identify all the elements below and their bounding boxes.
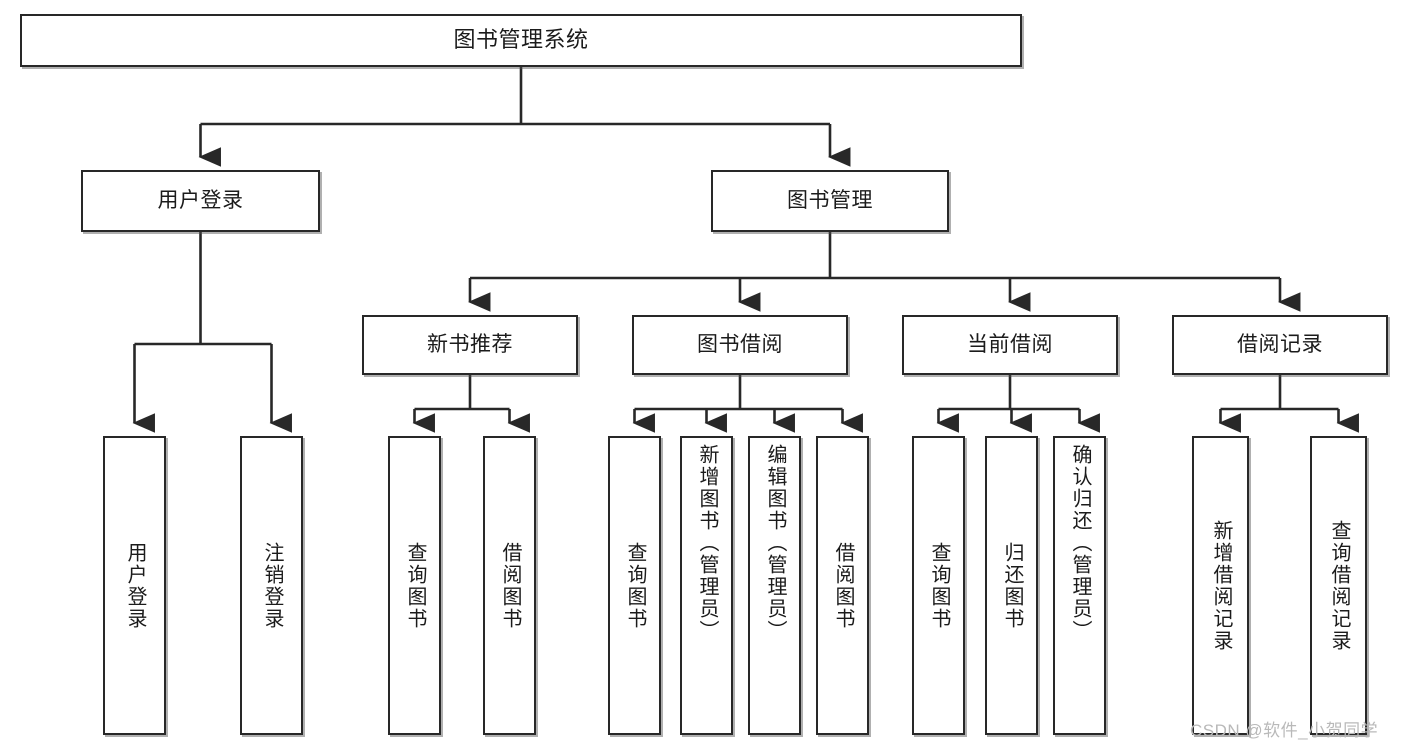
node-book-manage[interactable]: 图书管理 [711, 170, 949, 232]
node-label-user-login: 用户登录 [157, 189, 244, 213]
node-label-root: 图书管理系统 [453, 27, 589, 53]
node-label-leaf-confirm: 确认归还（管理员） [1069, 444, 1091, 642]
node-label-leaf-logout: 注销登录 [261, 541, 283, 630]
node-leaf-confirm[interactable]: 确认归还（管理员） [1053, 436, 1106, 735]
node-label-leaf-query-3: 查询图书 [928, 541, 950, 630]
node-leaf-edit-book[interactable]: 编辑图书（管理员） [748, 436, 801, 735]
node-leaf-borrow-2[interactable]: 借阅图书 [816, 436, 869, 735]
node-label-leaf-return: 归还图书 [1001, 541, 1023, 630]
node-label-leaf-borrow-2: 借阅图书 [832, 541, 854, 630]
node-label-leaf-user-login: 用户登录 [124, 541, 146, 630]
node-leaf-logout[interactable]: 注销登录 [240, 436, 303, 735]
node-new-book-rec[interactable]: 新书推荐 [362, 315, 578, 375]
node-root[interactable]: 图书管理系统 [20, 14, 1022, 67]
node-label-leaf-query-rec: 查询借阅记录 [1328, 519, 1350, 652]
node-label-book-manage: 图书管理 [787, 189, 873, 213]
node-label-new-book-rec: 新书推荐 [427, 333, 513, 357]
node-user-login[interactable]: 用户登录 [81, 170, 320, 232]
node-label-leaf-query-1: 查询图书 [404, 541, 426, 630]
node-label-book-borrow: 图书借阅 [697, 333, 783, 357]
node-leaf-query-rec[interactable]: 查询借阅记录 [1310, 436, 1367, 735]
node-label-leaf-add-book: 新增图书（管理员） [696, 444, 718, 642]
node-label-leaf-query-2: 查询图书 [624, 541, 646, 630]
node-label-current-borrow: 当前借阅 [967, 333, 1053, 357]
node-current-borrow[interactable]: 当前借阅 [902, 315, 1118, 375]
node-borrow-record[interactable]: 借阅记录 [1172, 315, 1388, 375]
node-leaf-user-login[interactable]: 用户登录 [103, 436, 166, 735]
watermark-text: CSDN @软件_小贺同学 [1190, 721, 1379, 740]
node-label-leaf-edit-book: 编辑图书（管理员） [764, 444, 786, 642]
node-leaf-add-book[interactable]: 新增图书（管理员） [680, 436, 733, 735]
node-leaf-query-2[interactable]: 查询图书 [608, 436, 661, 735]
node-label-leaf-borrow-1: 借阅图书 [499, 541, 521, 630]
node-leaf-query-1[interactable]: 查询图书 [388, 436, 441, 735]
node-leaf-add-rec[interactable]: 新增借阅记录 [1192, 436, 1249, 735]
node-book-borrow[interactable]: 图书借阅 [632, 315, 848, 375]
node-label-leaf-add-rec: 新增借阅记录 [1210, 519, 1232, 652]
node-leaf-query-3[interactable]: 查询图书 [912, 436, 965, 735]
node-label-borrow-record: 借阅记录 [1237, 333, 1323, 357]
node-leaf-borrow-1[interactable]: 借阅图书 [483, 436, 536, 735]
node-leaf-return[interactable]: 归还图书 [985, 436, 1038, 735]
